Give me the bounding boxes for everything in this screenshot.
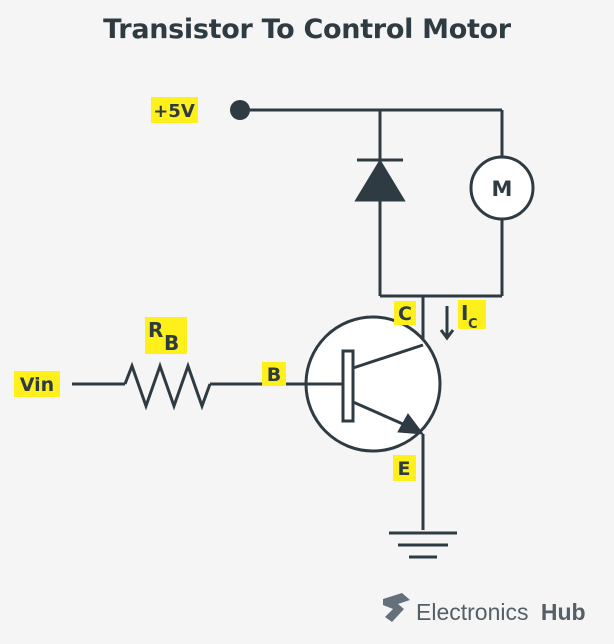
base-label: B <box>267 364 281 386</box>
svg-text:Electronics Hub: Electronics Hub <box>416 599 586 625</box>
current-arrow-head <box>439 329 455 341</box>
input-label: Vin <box>20 374 54 396</box>
diagram-title: Transistor To Control Motor <box>103 14 511 45</box>
transistor-collector-lead <box>352 343 424 370</box>
collector-label: C <box>398 303 412 325</box>
brand-logo-icon <box>383 593 410 622</box>
supply-label-bg <box>151 97 198 123</box>
resistor-label-bg <box>145 317 187 354</box>
emitter-arrow <box>397 413 425 435</box>
base-label-bg <box>262 362 286 386</box>
label-highlights <box>14 97 486 481</box>
collector-label-bg <box>394 301 416 325</box>
brand-name-light: Electronics <box>416 599 528 625</box>
current-subscript: C <box>468 317 478 332</box>
emitter-label: E <box>398 458 411 480</box>
diode-triangle <box>354 159 406 202</box>
current-label-bg <box>458 300 486 329</box>
resistor-subscript: B <box>164 331 179 355</box>
motor-label: M <box>492 177 513 201</box>
input-label-bg <box>14 371 60 397</box>
current-label: I <box>461 301 468 325</box>
brand-watermark: Electronics Hub <box>383 593 586 625</box>
emitter-label-bg <box>393 455 416 481</box>
supply-label: +5V <box>153 101 195 122</box>
base-resistor <box>123 361 212 411</box>
resistor-label: R <box>148 318 163 342</box>
brand-name-bold: Hub <box>541 599 586 625</box>
transistor-base-bar <box>341 349 355 423</box>
supply-terminal <box>230 100 250 120</box>
